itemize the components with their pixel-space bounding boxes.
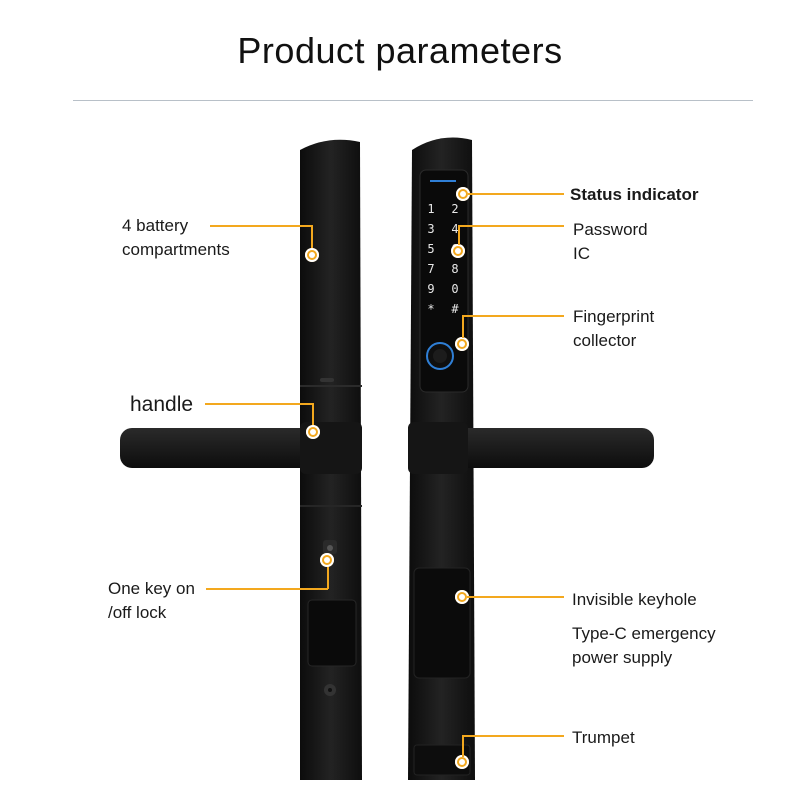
front-unit	[408, 137, 654, 781]
marker-keyhole	[455, 590, 469, 604]
keypad-key: 4	[451, 222, 458, 236]
vline-fingerprint	[462, 315, 464, 338]
line-status	[468, 193, 564, 195]
keypad-key: 1	[427, 202, 434, 216]
keypad-key: #	[451, 302, 459, 316]
title-divider	[73, 100, 753, 101]
page-title: Product parameters	[237, 30, 563, 71]
marker-trumpet	[455, 755, 469, 769]
line-handle	[205, 403, 313, 405]
line-fingerprint	[462, 315, 564, 317]
label-trumpet: Trumpet	[572, 728, 635, 747]
label-handle: handle	[130, 393, 194, 416]
keypad-key: 0	[451, 282, 458, 296]
line-keyhole	[467, 596, 564, 598]
vline-handle	[312, 403, 314, 431]
marker-handle	[306, 425, 320, 439]
back-unit	[120, 139, 362, 781]
marker-battery	[305, 248, 319, 262]
marker-status	[456, 187, 470, 201]
keypad-key: 7	[427, 262, 434, 276]
marker-password	[451, 244, 465, 258]
line-battery	[210, 225, 312, 227]
label-keyhole: Invisible keyhole	[572, 590, 697, 609]
keypad-key: 2	[451, 202, 458, 216]
keypad-key: 8	[451, 262, 458, 276]
vline-battery	[311, 225, 313, 255]
keypad-key: 5	[427, 242, 434, 256]
line-trumpet	[462, 735, 564, 737]
line-one-key	[206, 588, 328, 590]
label-status: Status indicator	[570, 185, 699, 204]
keypad-key: *	[427, 302, 434, 316]
marker-one-key	[320, 553, 334, 567]
label-one-key: One key on/off lock	[108, 579, 195, 622]
vline-password	[458, 225, 460, 245]
line-password	[458, 225, 564, 227]
keypad-key: 3	[427, 222, 434, 236]
marker-fingerprint	[455, 337, 469, 351]
vline-one-key	[327, 566, 329, 589]
keypad-key: 9	[427, 282, 434, 296]
vline-trumpet	[462, 735, 464, 757]
